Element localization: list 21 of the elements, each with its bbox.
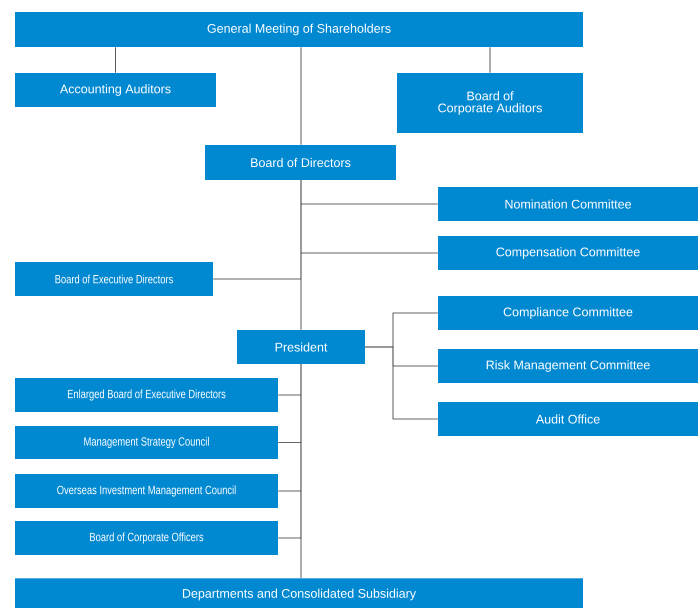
org-box: Risk Management Committee — [438, 349, 698, 383]
org-box: Audit Office — [438, 402, 698, 436]
org-box: Board of Corporate Officers — [15, 521, 278, 555]
org-box: Nomination Committee — [438, 187, 698, 221]
org-box: Management Strategy Council — [15, 426, 278, 459]
connector-line — [364, 346, 438, 420]
connector-line — [300, 180, 302, 330]
org-box: Compensation Committee — [438, 236, 698, 270]
org-box: Enlarged Board of Executive Directors — [15, 378, 278, 412]
connector-line — [300, 364, 302, 578]
org-box: Board of Executive Directors — [15, 262, 213, 296]
org-box: Board of Corporate Auditors — [397, 73, 583, 133]
org-box: President — [237, 330, 365, 364]
connector-line — [115, 46, 116, 74]
org-box: Accounting Auditors — [15, 73, 216, 107]
org-box: Compliance Committee — [438, 296, 698, 330]
org-box: Departments and Consolidated Subsidiary — [15, 578, 583, 608]
connector-line — [300, 46, 302, 146]
org-box: Board of Directors — [205, 145, 396, 180]
org-box: General Meeting of Shareholders — [15, 12, 583, 47]
org-box: Overseas Investment Management Council — [15, 474, 278, 508]
